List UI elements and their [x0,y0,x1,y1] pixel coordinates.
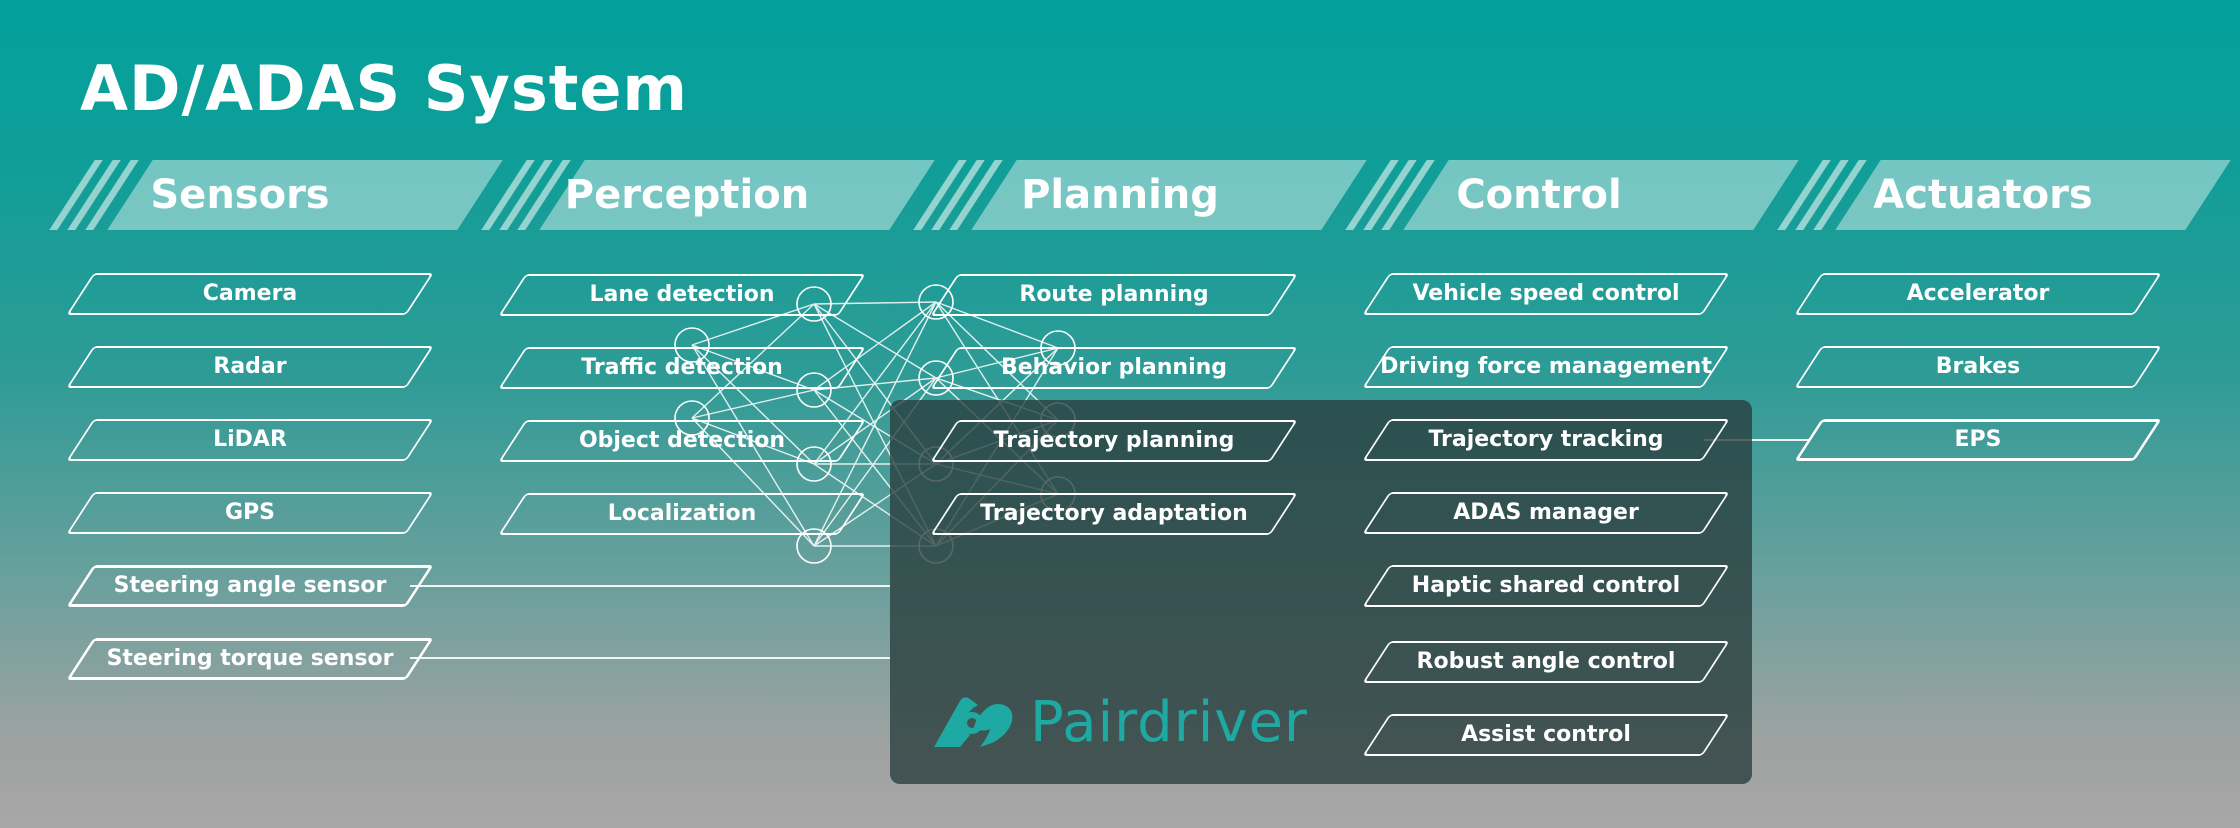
box-label: Steering angle sensor [113,573,387,598]
box-label: GPS [224,500,276,525]
pairdriver-brand-name: Pairdriver [1030,690,1308,755]
header-perception: Perception [481,160,935,230]
box-label: Assist control [1461,722,1631,747]
box-label: Radar [213,354,287,379]
box-label: Trajectory adaptation [980,501,1248,526]
header-actuators: Actuators [1777,160,2231,230]
box-label: Object detection [578,428,786,453]
sensor-camera: Camera [66,273,434,315]
box-label: LiDAR [213,427,287,452]
network-edge [813,303,937,379]
actuator-brakes: Brakes [1794,346,2162,388]
sensor-steering-angle: Steering angle sensor [66,565,434,607]
planning-trajectory-adaptation: Trajectory adaptation [930,493,1298,535]
box-label: Vehicle speed control [1412,281,1680,306]
box-label: Trajectory tracking [1428,427,1664,452]
perception-object-detection: Object detection [498,420,866,462]
network-node [796,372,832,408]
box-label: Trajectory planning [993,428,1235,453]
planning-behavior: Behavior planning [930,347,1298,389]
network-node [674,327,710,363]
network-edge [935,347,1059,379]
perception-localization: Localization [498,493,866,535]
network-edge [813,301,937,465]
control-trajectory-tracking: Trajectory tracking [1362,419,1730,461]
control-haptic-shared: Haptic shared control [1362,565,1730,607]
network-edge [691,344,815,391]
network-node [796,528,832,564]
control-adas-manager: ADAS manager [1362,492,1730,534]
box-label: Accelerator [1906,281,2050,306]
box-label: Camera [202,281,298,306]
box-label: Behavior planning [1000,355,1228,380]
network-node [1040,330,1076,366]
sensor-lidar: LiDAR [66,419,434,461]
pairdriver-logo-icon [934,697,1013,747]
sensor-radar: Radar [66,346,434,388]
box-label: Lane detection [589,282,775,307]
box-label: Localization [607,501,757,526]
header-control: Control [1345,160,1799,230]
control-vehicle-speed: Vehicle speed control [1362,273,1730,315]
header-sensors: Sensors [49,160,503,230]
control-robust-angle: Robust angle control [1362,641,1730,683]
network-edge [691,344,815,547]
planning-trajectory: Trajectory planning [930,420,1298,462]
header-label: Sensors [150,172,330,218]
header-label: Control [1456,172,1622,218]
network-edge [691,303,815,346]
box-label: Brakes [1935,354,2021,379]
header-planning: Planning [913,160,1367,230]
network-edge [691,389,815,419]
sensor-gps: GPS [66,492,434,534]
network-node [796,446,832,482]
network-edge [813,301,937,547]
network-node [674,400,710,436]
network-node [918,284,954,320]
network-edge [691,417,815,465]
header-label: Actuators [1873,172,2093,218]
control-driving-force: Driving force management [1362,346,1730,388]
actuator-accelerator: Accelerator [1794,273,2162,315]
network-edge [813,301,937,391]
network-edge [691,417,815,547]
network-node [796,286,832,322]
header-label: Planning [1021,172,1219,218]
network-edge [935,301,1059,349]
perception-lane-detection: Lane detection [498,274,866,316]
box-label: Robust angle control [1416,649,1676,674]
perception-traffic-detection: Traffic detection [498,347,866,389]
box-label: EPS [1954,427,2002,452]
box-label: Haptic shared control [1411,573,1681,598]
header-label: Perception [564,172,810,218]
box-label: Route planning [1019,282,1209,307]
network-edge [813,377,937,465]
page-title: AD/ADAS System [80,52,689,125]
control-assist: Assist control [1362,714,1730,756]
box-label: Steering torque sensor [106,646,394,671]
box-label: Traffic detection [581,355,783,380]
box-label: ADAS manager [1453,500,1639,525]
pairdriver-panel [890,400,1752,784]
network-node [918,360,954,396]
network-edge [813,301,937,305]
sensor-steering-torque: Steering torque sensor [66,638,434,680]
planning-route: Route planning [930,274,1298,316]
network-edge [691,303,815,419]
box-label: Driving force management [1380,354,1712,379]
actuator-eps: EPS [1794,419,2162,461]
